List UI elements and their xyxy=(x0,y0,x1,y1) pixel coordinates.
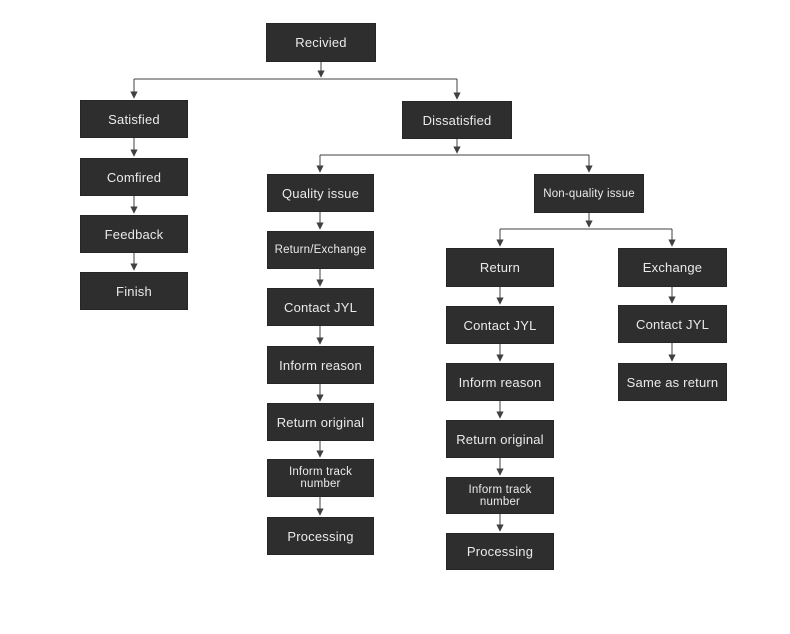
node-dissatisfied: Dissatisfied xyxy=(402,101,512,139)
node-quality-inform-track-number: Inform track number xyxy=(267,459,374,497)
node-comfired: Comfired xyxy=(80,158,188,196)
node-return-inform-reason: Inform reason xyxy=(446,363,554,401)
node-return-processing: Processing xyxy=(446,533,554,570)
node-return: Return xyxy=(446,248,554,287)
node-return-return-original: Return original xyxy=(446,420,554,458)
node-return-exchange: Return/Exchange xyxy=(267,231,374,269)
node-exchange: Exchange xyxy=(618,248,727,287)
node-non-quality-issue: Non-quality issue xyxy=(534,174,644,213)
node-exchange-contact-jyl: Contact JYL xyxy=(618,305,727,343)
node-return-contact-jyl: Contact JYL xyxy=(446,306,554,344)
node-quality-return-original: Return original xyxy=(267,403,374,441)
node-quality-contact-jyl: Contact JYL xyxy=(267,288,374,326)
node-received: Recivied xyxy=(266,23,376,62)
node-feedback: Feedback xyxy=(80,215,188,253)
node-quality-inform-reason: Inform reason xyxy=(267,346,374,384)
node-return-inform-track-number: Inform track number xyxy=(446,477,554,514)
node-finish: Finish xyxy=(80,272,188,310)
node-satisfied: Satisfied xyxy=(80,100,188,138)
node-quality-processing: Processing xyxy=(267,517,374,555)
node-exchange-same-as-return: Same as return xyxy=(618,363,727,401)
node-quality-issue: Quality issue xyxy=(267,174,374,212)
